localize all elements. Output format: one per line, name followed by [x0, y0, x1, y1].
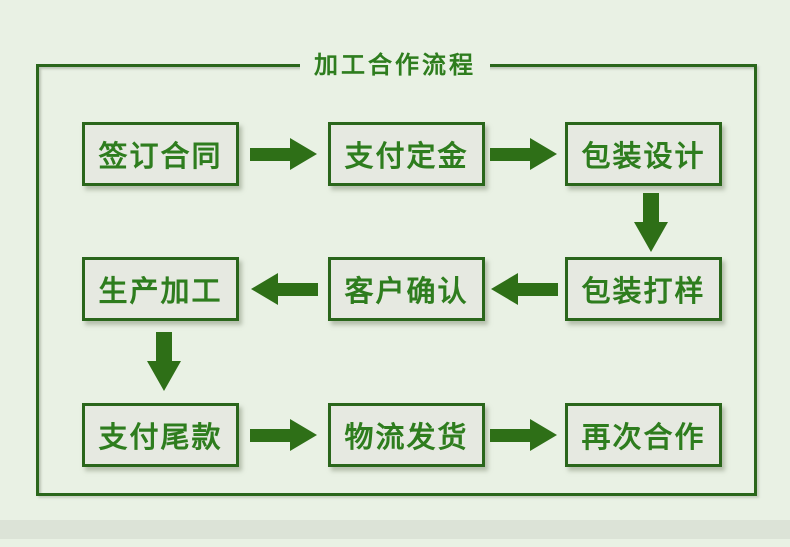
bottom-gray-band	[0, 520, 790, 539]
node-sign-contract: 签订合同	[82, 122, 239, 186]
node-packaging-design: 包装设计	[565, 122, 722, 186]
arrow-right-icon	[250, 136, 318, 172]
node-pay-deposit: 支付定金	[328, 122, 485, 186]
arrow-down-icon	[146, 332, 182, 392]
arrow-right-icon	[250, 417, 318, 453]
node-production: 生产加工	[82, 257, 239, 321]
arrow-right-icon	[490, 136, 558, 172]
arrow-down-icon	[633, 193, 669, 253]
arrow-right-icon	[490, 417, 558, 453]
node-repeat-cooperation: 再次合作	[565, 403, 722, 467]
node-logistics-shipping: 物流发货	[328, 403, 485, 467]
arrow-left-icon	[490, 271, 558, 307]
node-packaging-proof: 包装打样	[565, 257, 722, 321]
node-pay-balance: 支付尾款	[82, 403, 239, 467]
arrow-left-icon	[250, 271, 318, 307]
node-customer-confirm: 客户确认	[328, 257, 485, 321]
diagram-title: 加工合作流程	[300, 51, 490, 81]
